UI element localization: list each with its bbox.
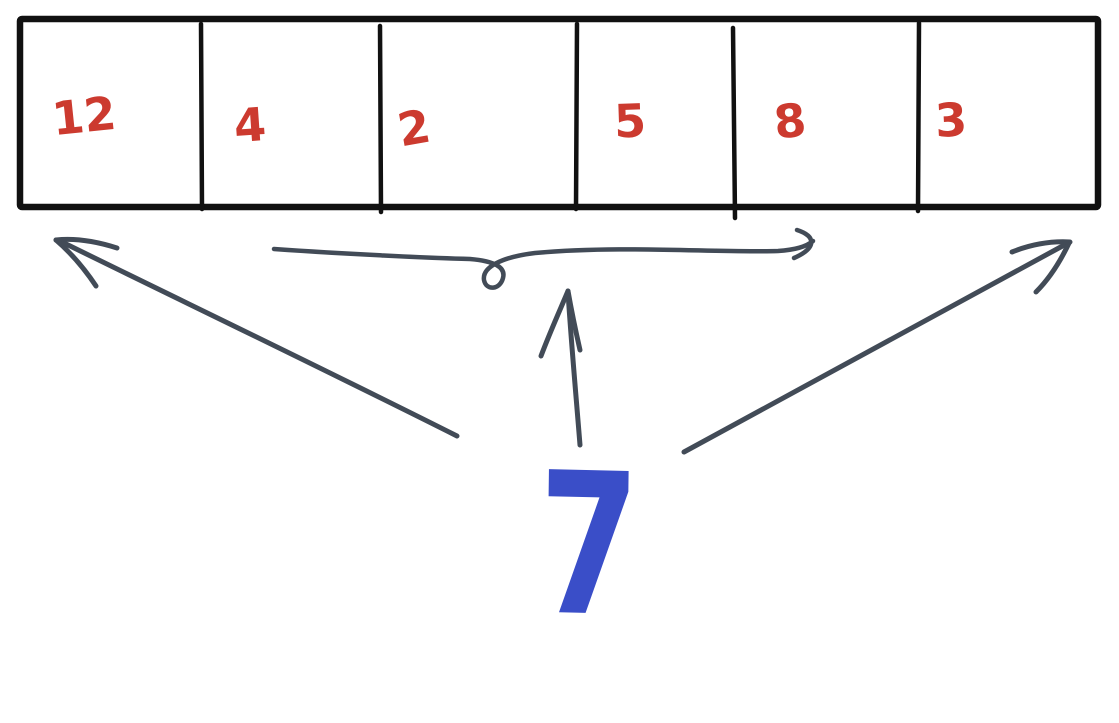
- array-outer-border: [16, 15, 1102, 211]
- cell-divider: [915, 20, 922, 214]
- cell-value: 12: [49, 85, 120, 147]
- arrowhead-barb: [1009, 239, 1073, 255]
- arrow-line: [59, 239, 460, 439]
- array-cell: 4: [201, 19, 380, 207]
- arrow-to-left-end-icon: [53, 236, 460, 439]
- cell-value: 2: [393, 98, 435, 158]
- array-cell: 12: [18, 19, 201, 207]
- array-cell: 2: [380, 19, 576, 207]
- arrow-to-middle-icon: [538, 288, 583, 448]
- arrowhead-barb: [1033, 240, 1072, 295]
- cell-value: 8: [771, 92, 810, 150]
- array-cell: 8: [733, 19, 918, 207]
- cell-value: 5: [613, 93, 648, 149]
- cell-divider: [198, 21, 205, 212]
- arrowhead-barb: [53, 237, 99, 289]
- array-cell: 3: [918, 19, 1100, 207]
- range-squiggle-hook: [791, 227, 814, 261]
- arrowhead-barb: [538, 288, 571, 359]
- cell-divider: [730, 25, 738, 221]
- arrow-line: [681, 240, 1071, 455]
- range-squiggle-arrow-icon: [271, 227, 816, 290]
- array-cell: 5: [576, 19, 733, 207]
- cell-value: 3: [933, 92, 969, 148]
- cell-divider: [573, 21, 580, 212]
- array-grid: [16, 15, 1102, 221]
- arrow-to-right-end-icon: [681, 239, 1073, 455]
- range-squiggle-line: [271, 238, 816, 290]
- arrowhead-barb: [53, 236, 120, 251]
- cell-value: 4: [232, 96, 269, 154]
- arrowhead-barb: [565, 288, 583, 353]
- search-value: 7: [536, 430, 641, 662]
- cell-divider: [377, 23, 384, 215]
